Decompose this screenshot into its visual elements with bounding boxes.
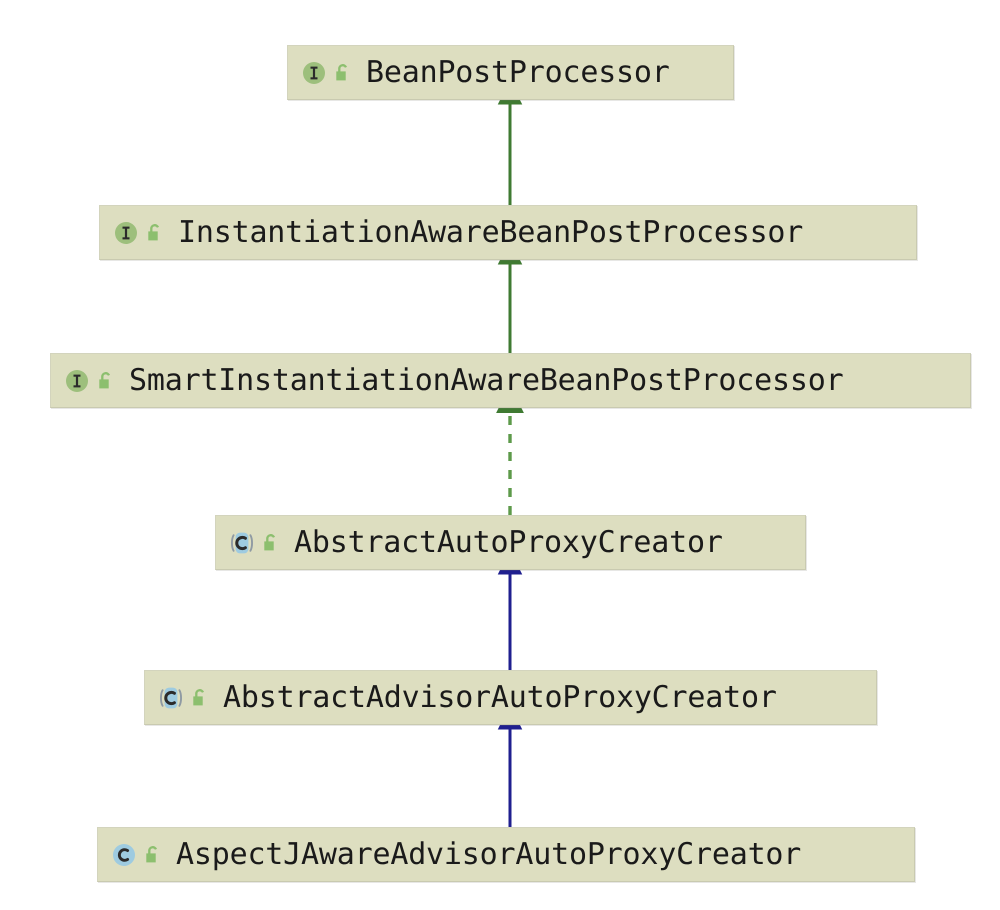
node-icons — [64, 368, 115, 394]
class-node-label: AspectJAwareAdvisorAutoProxyCreator — [176, 836, 802, 872]
node-icons — [113, 220, 164, 246]
node-icons — [158, 685, 209, 711]
unlock-icon — [139, 222, 164, 244]
class-node-abstract-advisor-auto-proxy-creator[interactable]: AbstractAdvisorAutoProxyCreator — [144, 670, 877, 725]
abstract-class-icon — [158, 685, 184, 711]
class-node-instantiation-aware-bean-post-processor[interactable]: InstantiationAwareBeanPostProcessor — [99, 205, 917, 260]
class-node-abstract-auto-proxy-creator[interactable]: AbstractAutoProxyCreator — [215, 515, 806, 570]
unlock-icon — [137, 844, 162, 866]
unlock-icon — [90, 370, 115, 392]
unlock-icon — [255, 532, 280, 554]
interface-icon — [113, 220, 139, 246]
node-icons — [111, 842, 162, 868]
class-node-bean-post-processor[interactable]: BeanPostProcessor — [287, 45, 734, 100]
class-node-aspectj-aware-advisor-auto-proxy-creator[interactable]: AspectJAwareAdvisorAutoProxyCreator — [97, 827, 915, 882]
unlock-icon — [327, 62, 352, 84]
class-node-label: AbstractAutoProxyCreator — [294, 524, 723, 560]
class-node-label: AbstractAdvisorAutoProxyCreator — [223, 679, 777, 715]
class-node-label: BeanPostProcessor — [366, 54, 670, 90]
class-node-label: SmartInstantiationAwareBeanPostProcessor — [129, 362, 844, 398]
interface-icon — [301, 60, 327, 86]
node-icons — [229, 530, 280, 556]
interface-icon — [64, 368, 90, 394]
node-icons — [301, 60, 352, 86]
class-icon — [111, 842, 137, 868]
class-node-label: InstantiationAwareBeanPostProcessor — [178, 214, 804, 250]
unlock-icon — [184, 687, 209, 709]
class-node-smart-instantiation-aware-bean-post-processor[interactable]: SmartInstantiationAwareBeanPostProcessor — [50, 353, 971, 408]
abstract-class-icon — [229, 530, 255, 556]
